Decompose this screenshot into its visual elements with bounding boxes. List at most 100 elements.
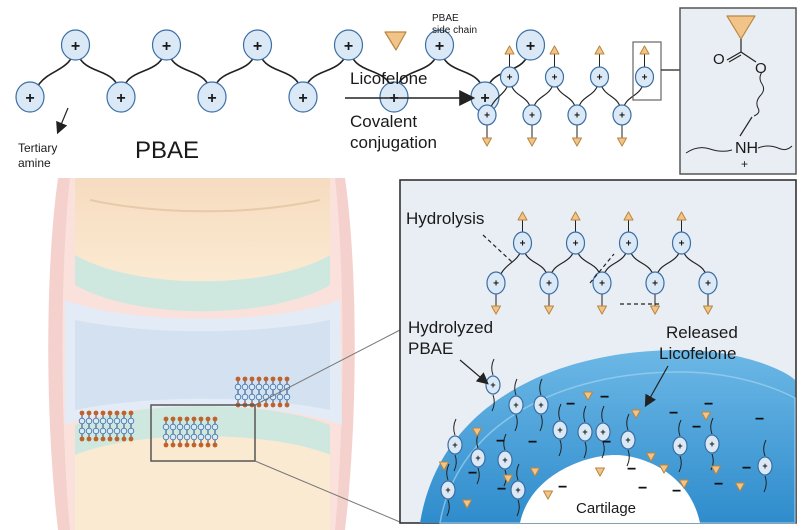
zoomed-pbae-chains: ++++++++++++++++++++++++ [440,211,773,517]
negative-charge: − [558,479,567,496]
hydrolyzed-fragment: + [577,405,593,459]
cartilage-label: Cartilage [576,500,636,517]
hydrolyzed-fragment: + [533,378,549,432]
negative-charge: − [755,411,764,428]
pbae-bead-icon [510,480,526,500]
zoom-box-icon [632,41,662,101]
pbae-bead-icon [470,448,486,468]
pbae-bead-icon [698,271,718,295]
licofelone-drug-icon [676,211,687,221]
knee-joint-illustration [0,175,395,530]
negative-charge: − [714,476,723,493]
cation-charge: + [652,279,658,290]
cation-charge: + [298,90,307,107]
cation-charge: + [445,485,450,495]
pbae-bead-icon [288,81,318,113]
licofelone-drug-icon [594,45,605,55]
pbae-bead-icon [151,29,182,61]
released-label-line1: Released [666,323,738,342]
hydrolyzed-fragment: + [497,433,513,487]
zoom-line-bottom [254,460,401,523]
pbae-bead-icon [379,81,409,113]
licofelone-label: Licofelone [350,69,428,88]
cation-charge: + [529,111,535,122]
licofelone-drug-icon [597,305,607,315]
licofelone-drug-icon [650,305,660,315]
licofelone-drug-icon [543,490,553,500]
cation-charge: + [677,441,682,451]
negative-charge: − [627,461,636,478]
licofelone-drug-icon [439,461,449,471]
joint-zoom-box [150,404,256,462]
tertiary-amine-arrow [56,107,69,135]
pbae-bead-icon [539,271,559,295]
pbae-bead-icon [612,104,632,126]
tertiary-amine-label-line1: Tertiary [18,141,57,155]
pbae-bead-icon [592,271,612,295]
pbae-label: PBAE [135,137,199,164]
pbae-bead-icon [485,375,501,395]
negative-charge: − [692,419,701,436]
licofelone-drug-icon [384,31,407,51]
licofelone-drug-icon [646,452,656,462]
licofelone-drug-icon [703,305,713,315]
pbae-bead-icon [242,29,273,61]
pbae-polymer-chain: ++++++++++++ [15,29,546,113]
cation-charge: + [520,239,526,250]
hydrolyzed-fragment: + [757,439,773,493]
cation-charge: + [25,90,34,107]
negative-charge: − [672,483,681,500]
cation-charge: + [116,90,125,107]
pbae-bead-icon [544,66,565,88]
licofelone-drug-icon [583,391,593,401]
released-arrow [644,365,669,408]
pbae-bead-icon [552,420,568,440]
cation-charge: + [625,435,630,445]
polymer-backbone [29,44,532,113]
hydrolyzed-fragment: + [620,413,636,467]
negative-charge: − [528,434,537,451]
hydrolysis-cut-2 [589,253,615,284]
cation-charge: + [597,73,603,84]
side-chain-label-line2: side chain [432,25,477,36]
licofelone-drug-icon [631,409,641,419]
pbae-bead-icon [634,66,655,88]
zoom-line-top [254,329,401,406]
licofelone-drug-icon [549,45,560,55]
hydrolyzed-label-line1: Hydrolyzed [408,318,493,337]
covalent-label-line1: Covalent [350,112,417,131]
licofelone-drug-icon [595,467,605,477]
negative-charge: − [638,480,647,497]
cation-charge: + [502,455,507,465]
conjugated-pbae-chain: ++++++++ [477,45,655,147]
cation-charge: + [490,380,495,390]
pbae-bead-icon [671,231,692,255]
licofelone-drug-icon [504,45,515,55]
hydrolyzed-arrow [459,359,489,385]
hydrolyzed-fragment: + [552,403,568,457]
pbae-bead-icon [499,66,520,88]
pbae-bead-icon [424,29,455,61]
licofelone-drug-icon [659,464,669,474]
licofelone-drug-icon [472,427,482,437]
hydrolyzed-fragment: + [508,378,524,432]
cation-charge: + [557,425,562,435]
negative-charge: − [468,465,477,482]
pbae-bead-icon [15,81,45,113]
pbae-bead-icon [440,480,456,500]
licofelone-drug-icon [735,482,745,492]
negative-charge: − [602,434,611,451]
pbae-bead-icon [565,231,586,255]
licofelone-drug-icon [572,137,582,147]
pbae-bead-icon [106,81,136,113]
cation-charge: + [493,279,499,290]
pbae-bead-icon [60,29,91,61]
licofelone-drug-icon [503,474,513,484]
hydrolyzed-fragment: + [440,463,456,517]
pbae-bead-icon [589,66,610,88]
licofelone-drug-icon [491,305,501,315]
hydrolyzed-fragment: + [595,405,611,459]
cation-charge: + [762,461,767,471]
licofelone-drug-icon [679,479,689,489]
